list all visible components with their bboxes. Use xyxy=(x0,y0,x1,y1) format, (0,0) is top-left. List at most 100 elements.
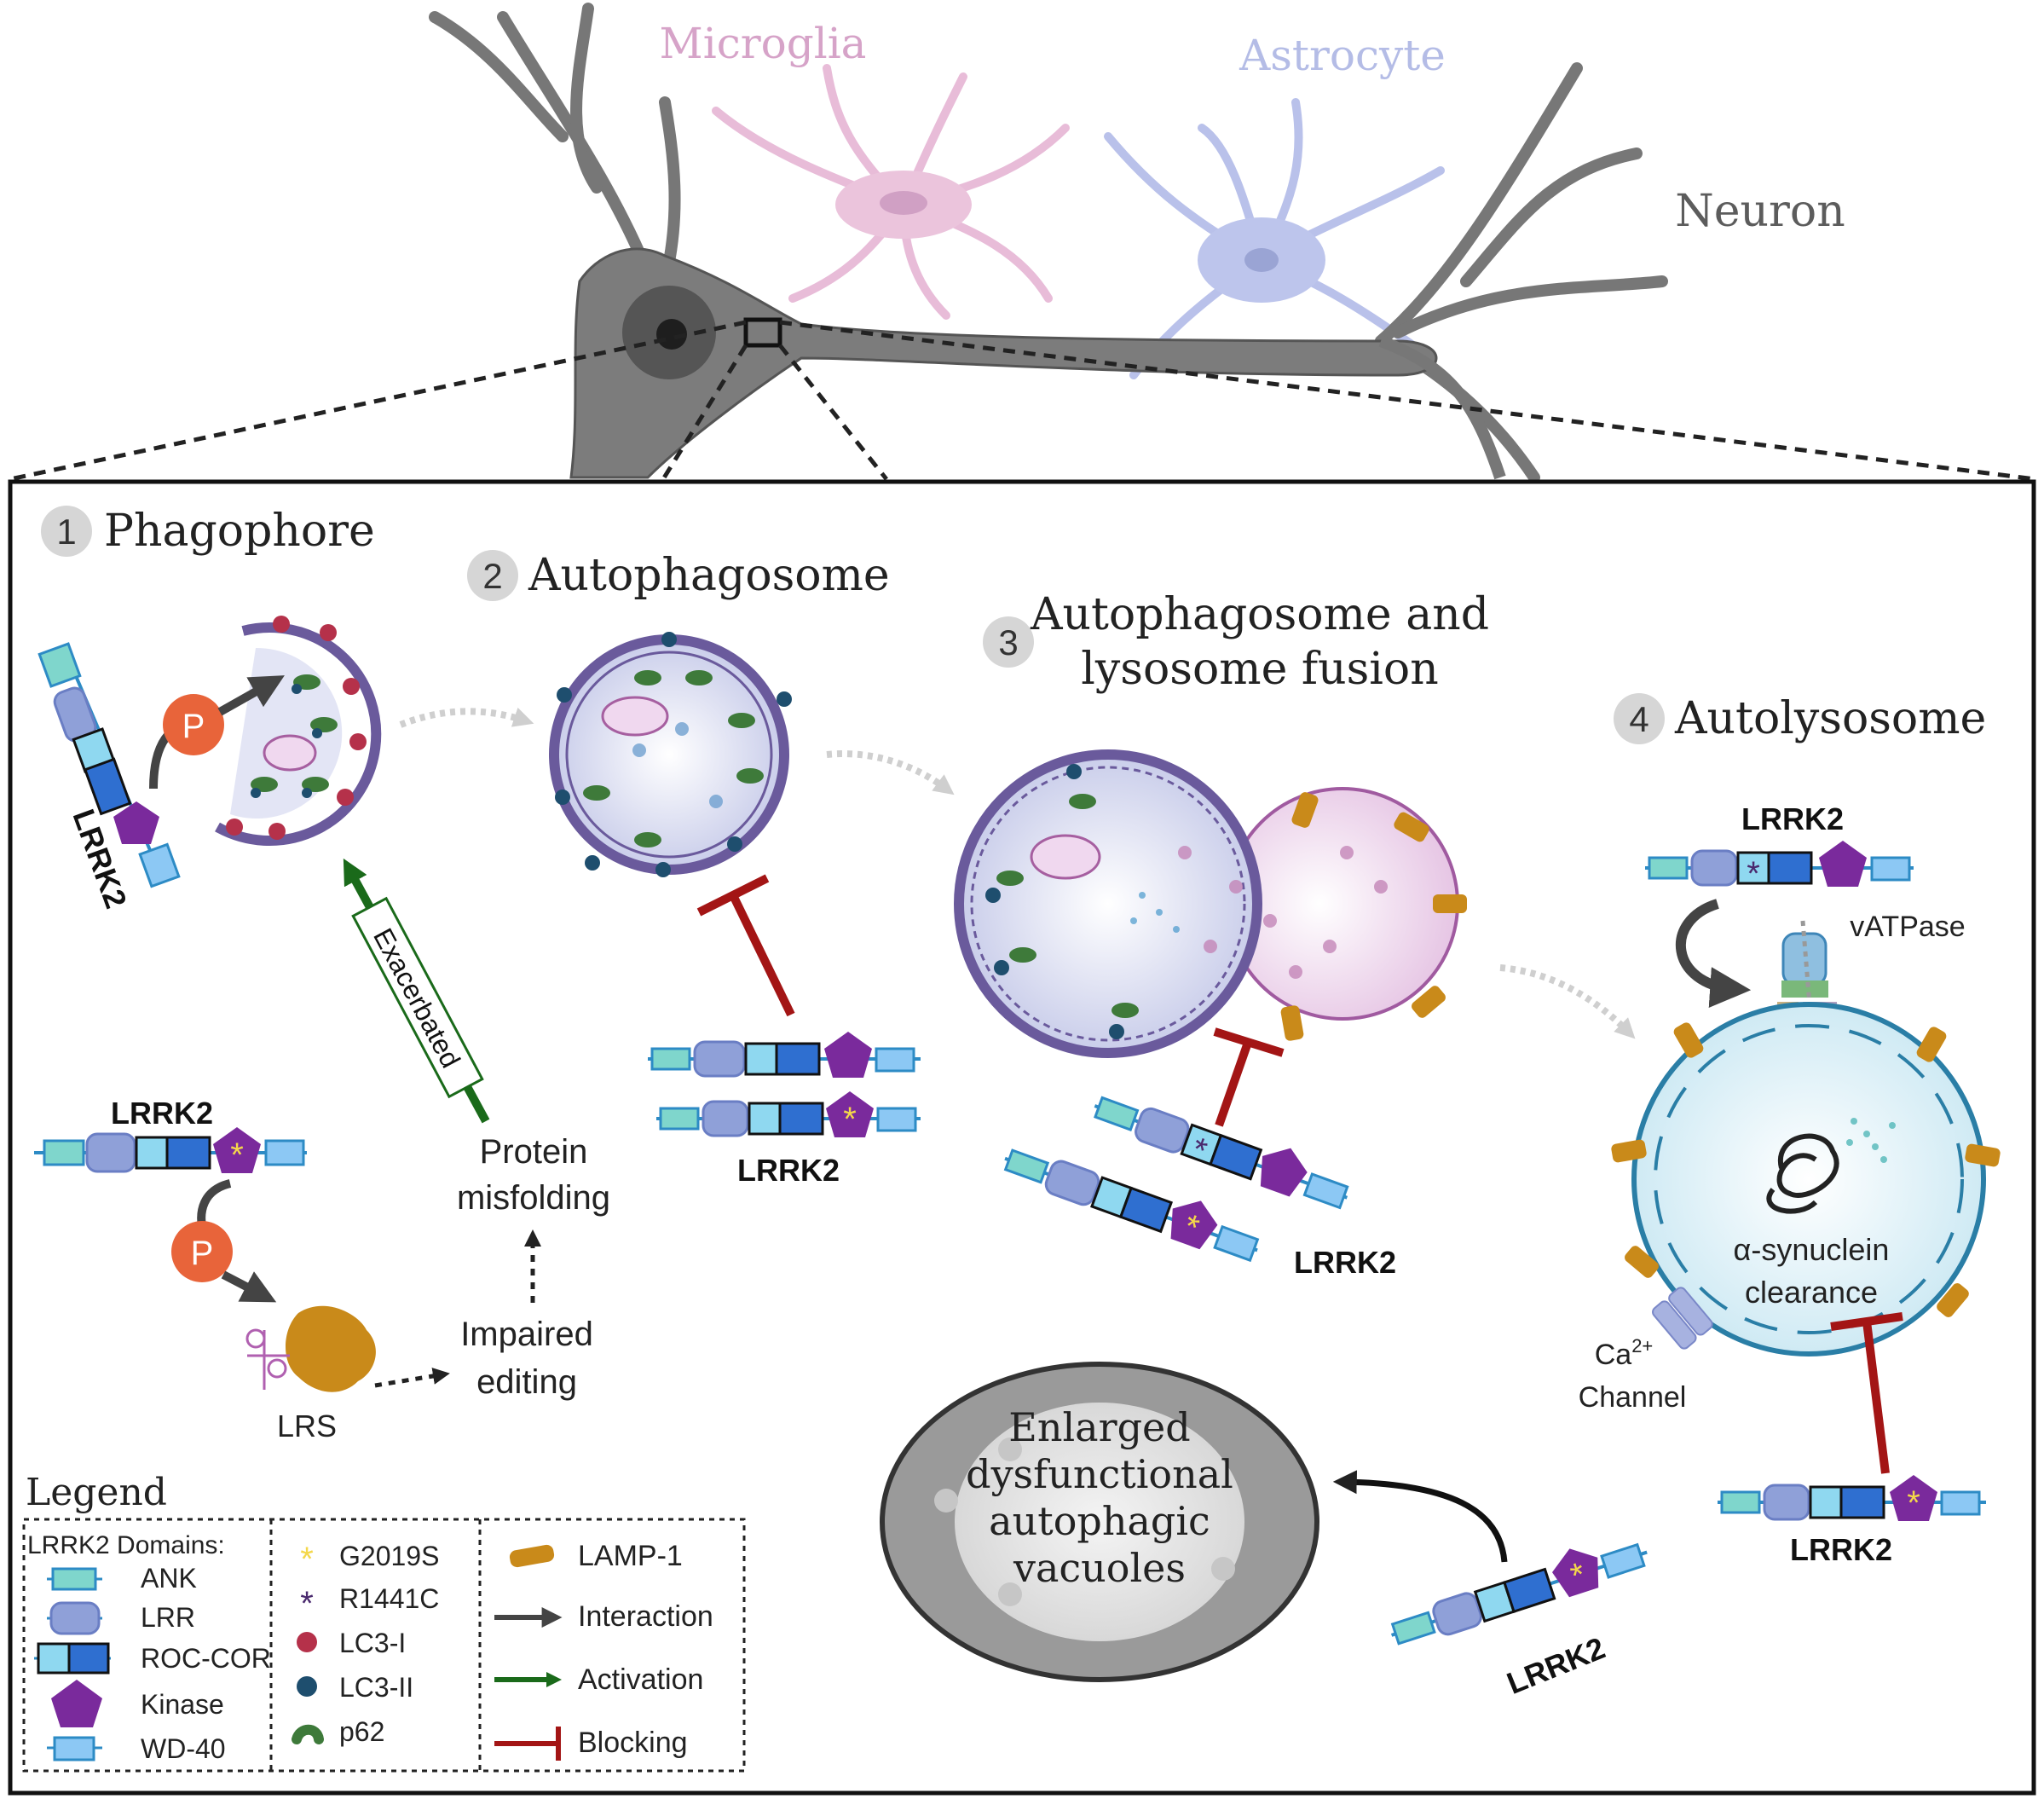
svg-text:*: * xyxy=(230,1137,244,1174)
step-3-title-line1: Autophagosome and xyxy=(1030,589,1489,640)
step-1-header: 1 Phagophore xyxy=(41,506,375,557)
asyn-clearance-line2: clearance xyxy=(1745,1275,1878,1310)
lrrk2-step2-pair: * LRRK2 xyxy=(648,1032,921,1188)
lrrk2-step3-label: LRRK2 xyxy=(1294,1245,1396,1280)
lrrk2-step4-bottom: * LRRK2 xyxy=(1718,1475,1986,1567)
legend-domain-ank: ANK xyxy=(47,1563,197,1594)
step-3-number: 3 xyxy=(998,622,1018,662)
step-4-header: 4 Autolysosome xyxy=(1614,693,1986,744)
legend-domains-header: LRRK2 Domains: xyxy=(27,1531,225,1559)
fusion-vesicles xyxy=(954,749,1467,1058)
legend-activation: Activation xyxy=(494,1663,703,1696)
autolysosome: α-synuclein clearance Ca2+ Channel xyxy=(1579,1002,2001,1414)
legend-r1441c-label: R1441C xyxy=(339,1583,439,1614)
cells-illustration: Microglia Astrocyte xyxy=(9,3,2036,483)
microglia-cell xyxy=(712,64,1070,320)
lrs-label: LRS xyxy=(277,1409,337,1443)
legend-domain-lrr: LRR xyxy=(47,1601,195,1635)
legend: Legend LRRK2 Domains: ANK LRR ROC-COR Ki… xyxy=(22,1471,746,1773)
step-1-title: Phagophore xyxy=(104,506,375,557)
lrrk2-lrs-label: LRRK2 xyxy=(111,1096,213,1131)
svg-text:Ca2+: Ca2+ xyxy=(1595,1335,1654,1371)
impaired-editing-line2: editing xyxy=(476,1363,577,1401)
legend-p62-label: p62 xyxy=(339,1716,384,1747)
neuron-label: Neuron xyxy=(1675,186,1845,237)
legend-blocking-label: Blocking xyxy=(578,1727,688,1759)
legend-g2019s-label: G2019S xyxy=(339,1541,439,1571)
legend-domain-roc-cor: ROC-COR xyxy=(34,1642,271,1675)
step-4-badge xyxy=(1614,693,1665,744)
legend-r1441c: * R1441C xyxy=(300,1583,439,1623)
legend-lc3-1-label: LC3-I xyxy=(339,1628,406,1658)
legend-p62: p62 xyxy=(292,1716,384,1747)
blocking-step2 xyxy=(696,874,795,1017)
step-2-number: 2 xyxy=(482,556,502,596)
legend-lc3-2-label: LC3-II xyxy=(339,1672,413,1703)
neuron-cell xyxy=(429,3,1668,483)
microglia-label: Microglia xyxy=(660,19,867,68)
blocking-step4 xyxy=(1830,1312,1903,1474)
legend-interaction: Interaction xyxy=(494,1600,713,1633)
legend-lamp1-label: LAMP-1 xyxy=(578,1540,683,1572)
enlarged-vacuole: Enlarged dysfunctional autophagic vacuol… xyxy=(880,1362,1319,1682)
step-4-title: Autolysosome xyxy=(1674,693,1986,744)
legend-domain-wd40: WD-40 xyxy=(47,1733,226,1764)
autophagosome xyxy=(549,632,792,877)
step-4-number: 4 xyxy=(1629,699,1648,739)
vacuole-line2: dysfunctional xyxy=(966,1451,1233,1497)
step-2-header: 2 Autophagosome xyxy=(467,550,890,601)
legend-roc-cor-label: ROC-COR xyxy=(141,1643,271,1674)
legend-lamp1: LAMP-1 xyxy=(509,1540,683,1572)
legend-g2019s: * G2019S xyxy=(300,1541,439,1578)
step-3-badge xyxy=(983,616,1034,668)
protein-misfolding-line2: misfolding xyxy=(457,1179,610,1217)
ca-channel-label-ca: Ca xyxy=(1595,1339,1632,1371)
flow-arrow-2-3 xyxy=(826,750,955,795)
svg-text:*: * xyxy=(843,1101,857,1138)
zoom-lines xyxy=(9,320,2036,482)
flow-arrow-1-2 xyxy=(399,707,534,728)
lrrk2-step4-bottom-label: LRRK2 xyxy=(1790,1532,1892,1567)
legend-activation-label: Activation xyxy=(578,1663,703,1696)
legend-blocking: Blocking xyxy=(494,1727,688,1761)
legend-lc3-1: LC3-I xyxy=(297,1628,406,1658)
vatpase-label: vATPase xyxy=(1850,911,1965,943)
lrrk2-step3-pair: * * LRRK2 xyxy=(1003,1096,1396,1280)
protein-misfolding-line1: Protein xyxy=(480,1133,588,1171)
step-2-badge xyxy=(467,550,518,601)
svg-text:*: * xyxy=(300,1585,314,1623)
ca-channel-label-line2: Channel xyxy=(1579,1381,1687,1414)
lrrk2-lrs: LRRK2 * P LRS Impaired editing Protein m… xyxy=(34,1096,610,1443)
phospho-step1: P xyxy=(182,708,205,745)
svg-text:*: * xyxy=(1907,1484,1920,1522)
legend-ank-label: ANK xyxy=(141,1563,197,1594)
legend-lrr-label: LRR xyxy=(141,1602,195,1633)
lrrk2-step4-top-label: LRRK2 xyxy=(1741,801,1844,836)
flow-arrow-3-4 xyxy=(1499,964,1636,1039)
astrocyte-cell xyxy=(1104,98,1445,379)
svg-text:*: * xyxy=(1747,855,1760,893)
blocking-step3 xyxy=(1213,1027,1285,1127)
step-1-number: 1 xyxy=(56,512,76,552)
step-1-badge xyxy=(41,506,92,557)
vacuole-line4: vacuoles xyxy=(1013,1545,1186,1591)
legend-kinase-label: Kinase xyxy=(141,1689,224,1720)
legend-wd40-label: WD-40 xyxy=(141,1733,226,1764)
legend-interaction-label: Interaction xyxy=(578,1600,713,1633)
asyn-clearance-line1: α-synuclein xyxy=(1734,1232,1890,1267)
svg-text:*: * xyxy=(300,1541,314,1578)
legend-domain-kinase: Kinase xyxy=(51,1680,224,1727)
ca-channel-label-sup: 2+ xyxy=(1631,1335,1653,1356)
lrrk2-step2-label: LRRK2 xyxy=(737,1153,840,1188)
impaired-editing-line1: Impaired xyxy=(460,1316,593,1353)
legend-title: Legend xyxy=(26,1471,167,1514)
ca-channel xyxy=(1652,1287,1713,1350)
astrocyte-label: Astrocyte xyxy=(1239,31,1446,80)
vacuole-line3: autophagic xyxy=(989,1498,1210,1544)
vacuole-line1: Enlarged xyxy=(1008,1404,1190,1450)
lrrk2-step4-top: LRRK2 * xyxy=(1645,801,1914,1009)
phospho-lrs: P xyxy=(191,1235,214,1272)
step-2-title: Autophagosome xyxy=(528,550,890,601)
step-3-header: 3 Autophagosome and lysosome fusion xyxy=(983,589,1489,695)
